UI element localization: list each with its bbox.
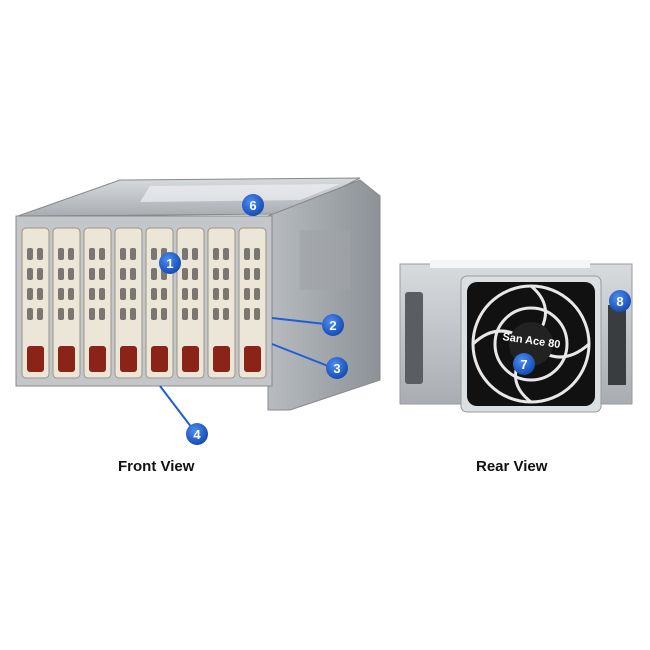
callout-1: 1 xyxy=(159,252,181,274)
callout-8: 8 xyxy=(609,290,631,312)
rear-connector xyxy=(405,292,423,384)
drive-tray[interactable] xyxy=(207,227,236,379)
tray-handle[interactable] xyxy=(182,346,199,372)
callout-6: 6 xyxy=(242,194,264,216)
rear-port xyxy=(608,305,626,385)
callout-number: 4 xyxy=(193,427,201,442)
drive-tray[interactable] xyxy=(176,227,205,379)
callout-number: 7 xyxy=(520,357,527,372)
drive-tray[interactable] xyxy=(52,227,81,379)
fan-guard xyxy=(471,284,591,404)
drive-tray[interactable] xyxy=(83,227,112,379)
callout-number: 6 xyxy=(249,198,256,213)
callout-leaders xyxy=(159,317,329,429)
tray-handle[interactable] xyxy=(120,346,137,372)
drive-tray[interactable] xyxy=(238,227,267,379)
drive-tray[interactable] xyxy=(145,227,174,379)
rear-view-caption: Rear View xyxy=(476,458,548,475)
tray-handle[interactable] xyxy=(213,346,230,372)
drive-tray[interactable] xyxy=(21,227,50,379)
cage-side xyxy=(267,179,381,411)
tray-handle[interactable] xyxy=(151,346,168,372)
callout-7: 7 xyxy=(513,353,535,375)
tray-handle[interactable] xyxy=(89,346,106,372)
callout-3: 3 xyxy=(326,357,348,379)
drive-trays xyxy=(21,227,267,379)
front-view-cage xyxy=(15,177,381,411)
drive-tray[interactable] xyxy=(114,227,143,379)
callout-number: 3 xyxy=(333,361,340,376)
front-view-caption: Front View xyxy=(118,458,195,475)
callout-number: 2 xyxy=(329,318,336,333)
callout-4: 4 xyxy=(186,423,208,445)
tray-handle[interactable] xyxy=(244,346,261,372)
rear-view-unit: San Ace 80 xyxy=(399,260,633,413)
callout-number: 1 xyxy=(166,256,173,271)
tray-handle[interactable] xyxy=(58,346,75,372)
callout-number: 8 xyxy=(616,294,623,309)
tray-handle[interactable] xyxy=(27,346,44,372)
callouts: 1 2 3 4 6 7 8 xyxy=(159,194,631,445)
callout-2: 2 xyxy=(322,314,344,336)
